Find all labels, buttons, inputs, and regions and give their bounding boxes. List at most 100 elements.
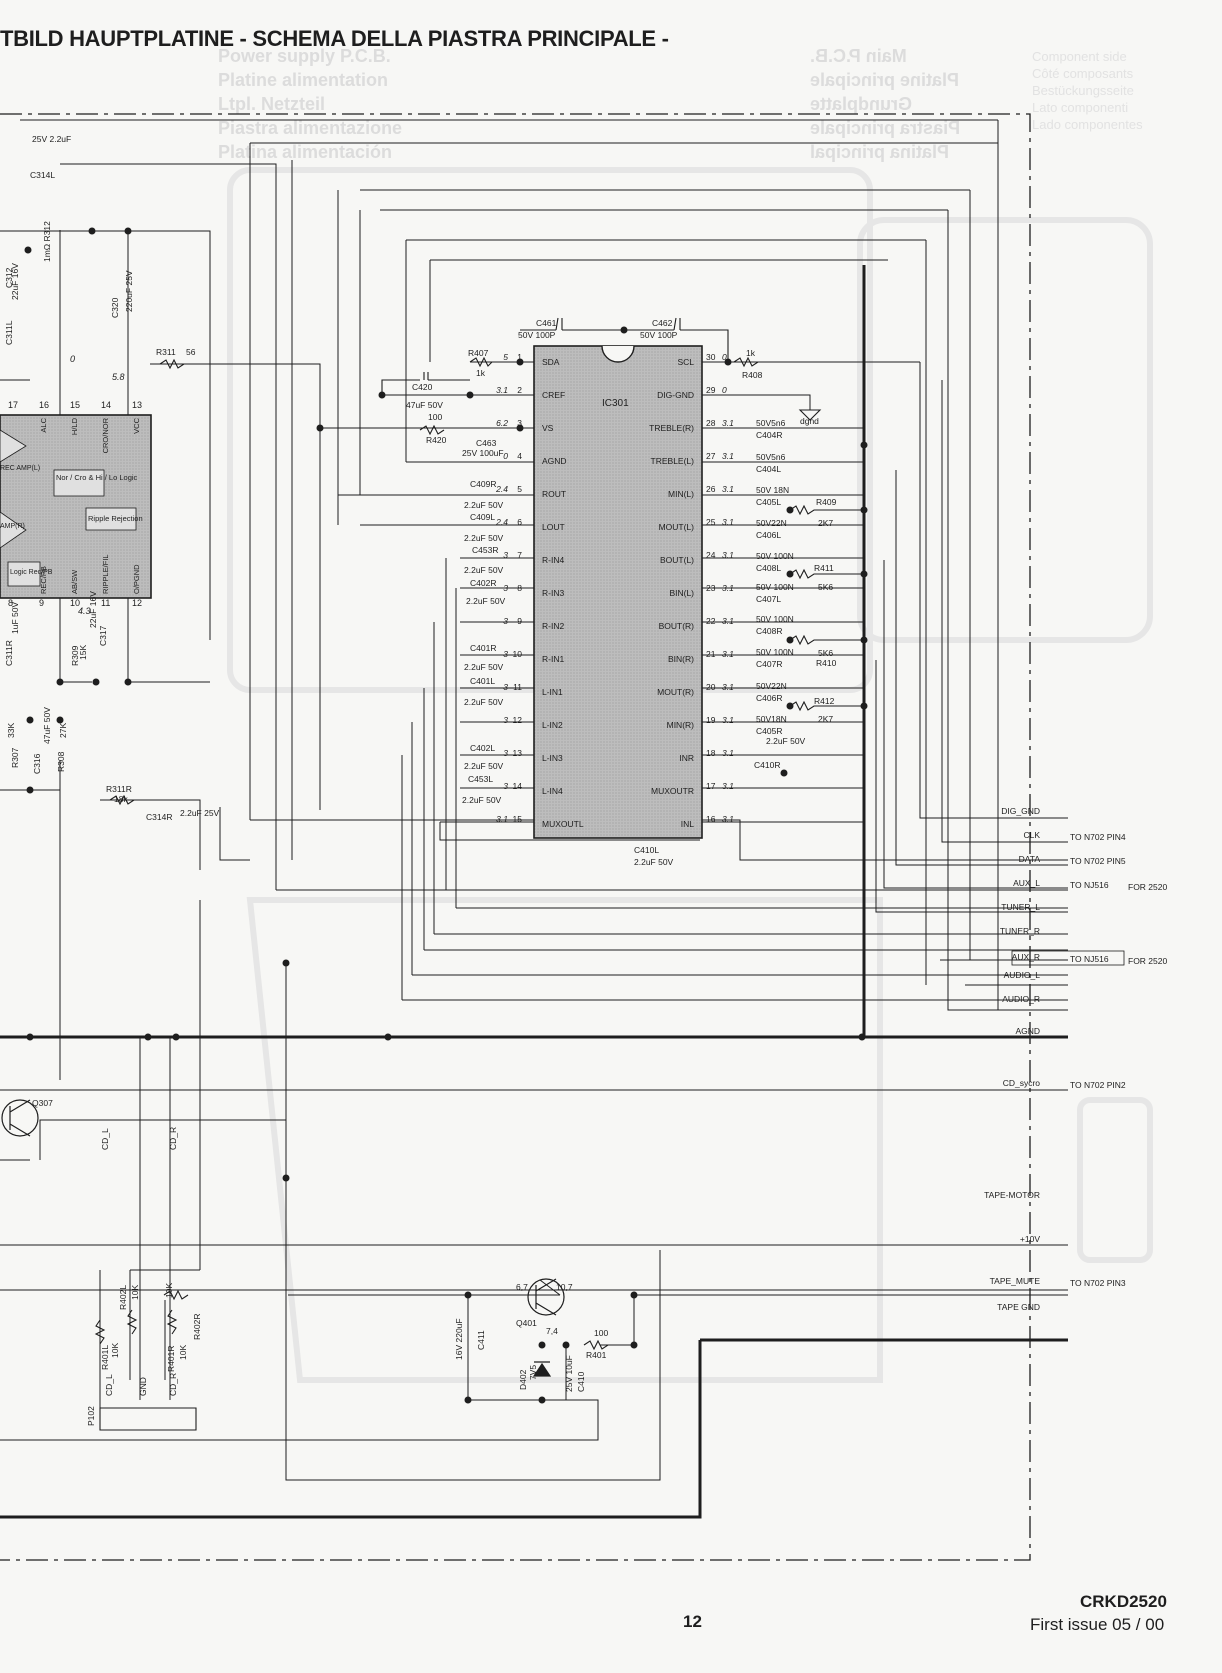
ic301-pin-label: BIN(R) [668, 654, 694, 664]
left-ic-bottom-pin-label: REC/PB [39, 566, 48, 594]
component-label-c406lv: 50V22N [756, 518, 787, 528]
component-label-p102_3: CD_R [168, 1373, 178, 1396]
ic301-pin-label: MOUT(L) [659, 522, 695, 532]
connector-destination: TO N702 PIN4 [1070, 832, 1126, 842]
component-label-c320: C320 [110, 297, 120, 318]
connector-destination: TO N702 PIN2 [1070, 1080, 1126, 1090]
connector-destination: TO N702 PIN3 [1070, 1278, 1126, 1288]
ic301-pin-label: R-IN2 [542, 621, 564, 631]
bg-left-label: Power supply P.C.B. [218, 46, 391, 66]
connector-destination: TO N702 PIN5 [1070, 856, 1126, 866]
component-label-c453l: C453L [468, 774, 493, 784]
connector-label: AUDIO_L [1004, 970, 1041, 980]
component-label-c317v: 22uF 16V [88, 591, 98, 628]
ic301-pin-number: 4 [517, 451, 522, 461]
bg-side-label: Côté composants [1032, 66, 1134, 81]
component-label-c462v: 50V 100P [640, 330, 678, 340]
ic301-pin-label: ROUT [542, 489, 566, 499]
connector-label: +10V [1020, 1234, 1040, 1244]
component-label-r407: R407 [468, 348, 489, 358]
ic301-pin-label: BOUT(L) [660, 555, 694, 565]
ic301-pin-voltage: 6.2 [496, 418, 508, 428]
ic301-pin-label: INL [681, 819, 695, 829]
component-label-c404r: C404R [756, 430, 782, 440]
ic301-pin-voltage: 3.1 [496, 385, 508, 395]
ic301-pin-label: R-IN1 [542, 654, 564, 664]
left-ic-top-pin-label: H/LD [70, 417, 79, 435]
component-label-r420v: 100 [428, 412, 442, 422]
ic301-pin-voltage: 3.1 [722, 550, 734, 560]
bg-side-label: Component side [1032, 49, 1127, 64]
logic-block [53, 469, 105, 497]
ic301-pin-label: SDA [542, 357, 560, 367]
amp-l-symbol [0, 429, 27, 463]
connector-label: CLK [1023, 830, 1040, 840]
component-label-c407rv: 50V 100N [756, 647, 794, 657]
ic301-pin-number: 7 [517, 550, 522, 560]
ic301-pin-label: L-IN2 [542, 720, 563, 730]
ic301-pin-label: BIN(L) [669, 588, 694, 598]
ic301-pin-number: 25 [706, 517, 716, 527]
component-label-r309v: 15K [78, 645, 88, 660]
ic301-pin-number: 22 [706, 616, 716, 626]
component-label-c314l: C314L [30, 170, 55, 180]
component-label-c409r: C409R [470, 479, 496, 489]
ic301-pin-voltage: 3.1 [722, 451, 734, 461]
left-ic-top-pin: 15 [70, 400, 80, 410]
connector-note: FOR 2520 [1128, 956, 1167, 966]
ic301-pin-number: 19 [706, 715, 716, 725]
ic301-pin-number: 24 [706, 550, 716, 560]
ic301-notch [601, 345, 635, 363]
left-ic-bottom-pin: 8 [8, 598, 13, 608]
component-label-c453lv: 2.2uF 50V [462, 795, 502, 805]
left-ic-top-pin-label: VCC [132, 417, 141, 433]
passive-symbols [94, 317, 864, 1431]
ic301-pin-voltage: 3.1 [722, 781, 734, 791]
component-label-r309: R309 [70, 645, 80, 666]
left-ic-voltage: 0 [70, 354, 75, 364]
component-label-q401v3: 7,4 [546, 1326, 558, 1336]
component-label-c405r: C405R [756, 726, 782, 736]
ic301-pin-voltage: 2.4 [495, 484, 508, 494]
ic301-pin-voltage: 3.1 [722, 682, 734, 692]
left-ic-top-pin: 14 [101, 400, 111, 410]
component-label-c407lv: 50V 100N [756, 582, 794, 592]
ic301-pin-voltage: 3 [503, 550, 508, 560]
ic301-pin-label: L-IN1 [542, 687, 563, 697]
ic301-pin-label: R-IN4 [542, 555, 564, 565]
ic301-pin-number: 29 [706, 385, 716, 395]
component-label-r401rv: 10K [178, 1345, 188, 1360]
component-label-c410rv: 2.2uF 50V [766, 736, 806, 746]
left-ic-block-label: Ripple Rejection [88, 514, 143, 523]
ic301-pin-number: 20 [706, 682, 716, 692]
component-label-r401lv: 10K [110, 1343, 120, 1358]
component-label-r420: R420 [426, 435, 447, 445]
ic301-pin-number: 16 [706, 814, 716, 824]
left-ic-block-label: Logic Rec/PB [10, 569, 53, 576]
component-label-c408rv: 50V 100N [756, 614, 794, 624]
ripple-block [85, 507, 137, 531]
component-label-c401r: C401R [470, 643, 496, 653]
ic301-pin-label: VS [542, 423, 554, 433]
left-tape-ic: Nor / Cro & Hi / Lo Logic Ripple Rejecti… [0, 354, 152, 616]
ic301-pin-number: 6 [517, 517, 522, 527]
component-label-c453rv: 2.2uF 50V [464, 565, 504, 575]
component-label-c461v: 50V 100P [518, 330, 556, 340]
bg-side-label: Lato componenti [1032, 100, 1129, 115]
component-label-r411v: 5K6 [818, 582, 833, 592]
ic301-pin-label: LOUT [542, 522, 565, 532]
ic301-pin-voltage: 3.1 [722, 517, 734, 527]
ic301-pin-number: 30 [706, 352, 716, 362]
component-label-c453r: C453R [472, 545, 498, 555]
component-label-r408v: 1k [746, 348, 756, 358]
ic301-pin-voltage: 5 [503, 352, 508, 362]
component-label-c406r: C406R [756, 693, 782, 703]
ic301-pin-voltage: 3 [503, 583, 508, 593]
left-ic-top-pin: 13 [132, 400, 142, 410]
ic301-pin-number: 14 [513, 781, 523, 791]
bg-side-labels: Component side Côté composants Bestückun… [1032, 48, 1143, 133]
connector-label: DATA [1019, 854, 1041, 864]
